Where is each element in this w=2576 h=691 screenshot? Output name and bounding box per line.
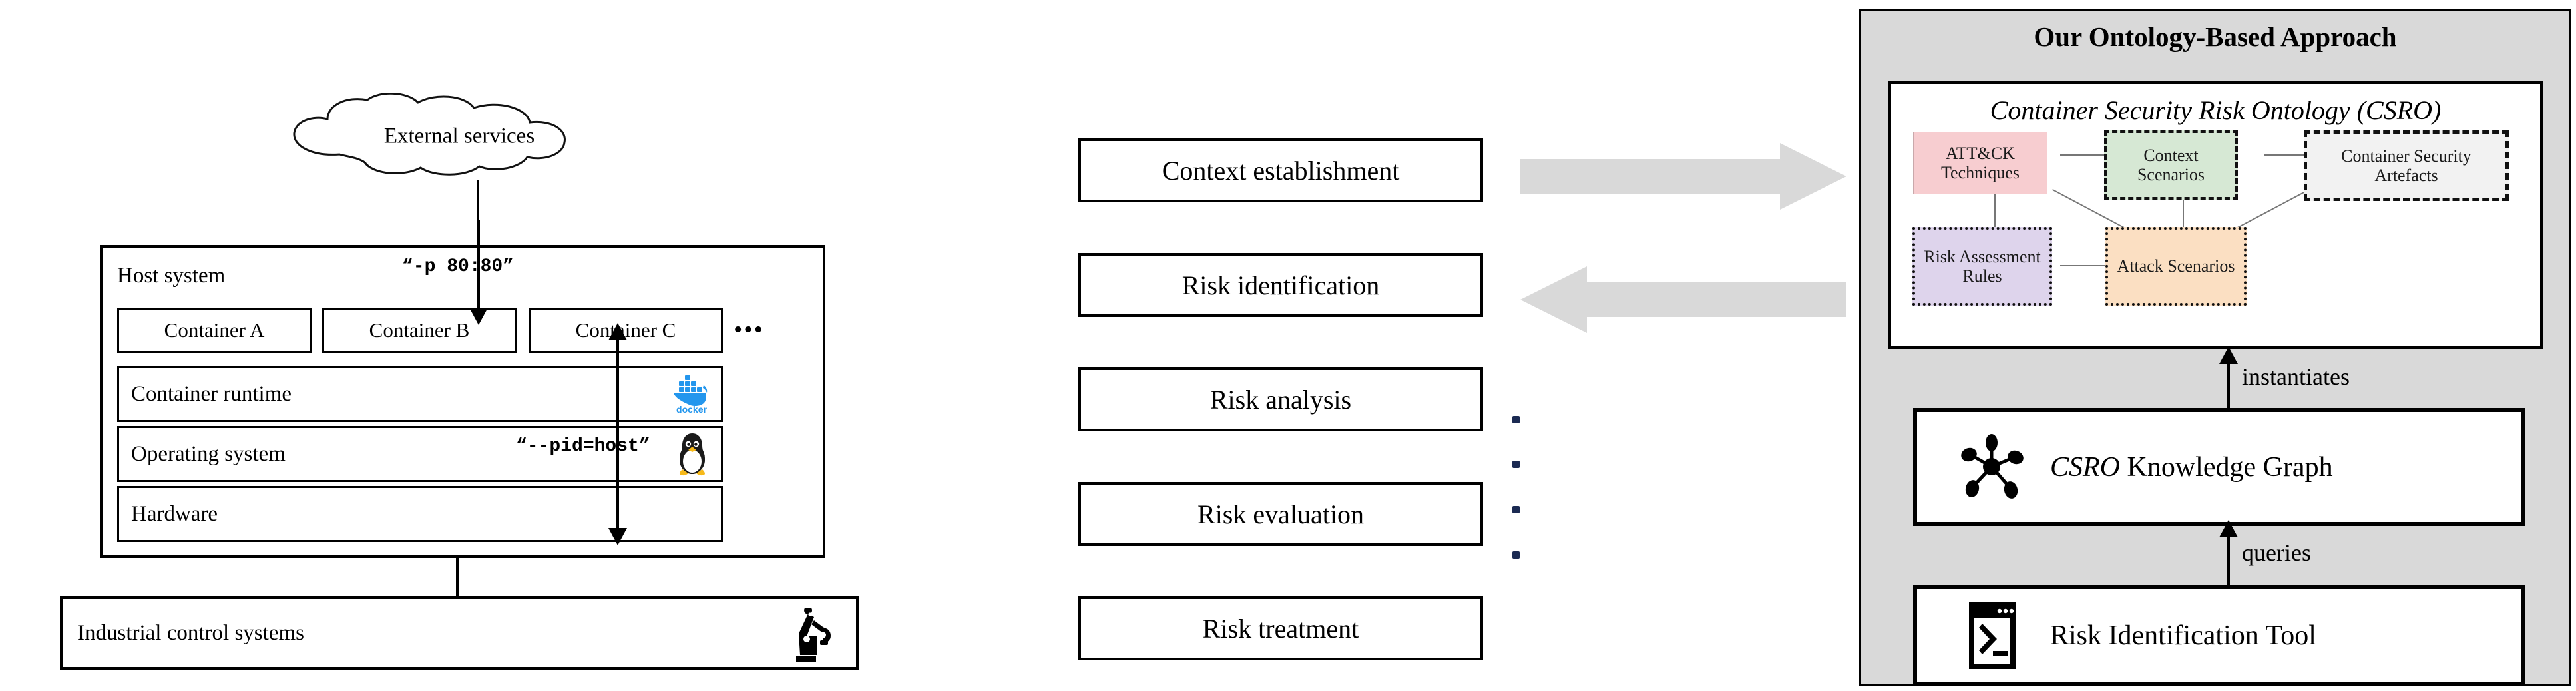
- separator-dot: [1512, 506, 1520, 513]
- container-b-label: Container B: [369, 318, 470, 342]
- queries-edge-label: queries: [2242, 539, 2311, 566]
- link-artefacts-to-scenarios: [2232, 189, 2309, 232]
- port-mapping-arrowhead-icon: [469, 308, 488, 325]
- cloud-to-host-connector: [477, 180, 479, 246]
- svg-text:docker: docker: [676, 404, 707, 415]
- instantiates-edge-label: instantiates: [2242, 363, 2350, 390]
- container-box-c: Container C: [529, 308, 723, 353]
- port-mapping-flag: “-p 80:80”: [402, 256, 515, 277]
- cloud-shape-icon: [293, 93, 566, 176]
- knowledge-graph-icon: [1958, 433, 2025, 500]
- gray-arrow-right: [1520, 143, 1846, 210]
- host-system-title: Host system: [117, 264, 226, 288]
- link-attack-to-rules: [1994, 190, 1996, 228]
- host-system-box: Host system Container A Container B Cont…: [100, 245, 825, 558]
- industrial-control-systems-label: Industrial control systems: [77, 620, 304, 645]
- container-a-label: Container A: [164, 318, 265, 342]
- process-step-label: Risk evaluation: [1197, 499, 1364, 529]
- csro-panel: Container Security Risk Ontology (CSRO) …: [1888, 81, 2543, 349]
- instantiates-arrowhead-icon: [2219, 347, 2238, 364]
- white-arrow-left: [879, 599, 1005, 672]
- cloud-label: External services: [383, 124, 535, 148]
- layer-hardware: Hardware: [117, 486, 723, 542]
- separator-dot: [1512, 461, 1520, 468]
- ontology-node-attack-scenarios[interactable]: Attack Scenarios: [2105, 227, 2247, 306]
- terminal-icon: [1968, 601, 2017, 670]
- approach-title: Our Ontology-Based Approach: [2034, 21, 2397, 52]
- instantiates-arrow-line: [2227, 357, 2230, 408]
- white-arrow-right: [892, 136, 1012, 210]
- link-context-to-scenarios: [2183, 190, 2184, 228]
- link-attack-to-context: [2060, 154, 2104, 156]
- industrial-control-systems-box: Industrial control systems: [60, 596, 859, 670]
- port-mapping-arrow-line: [477, 220, 480, 308]
- link-context-to-artefacts: [2264, 154, 2305, 156]
- separator-dot: [1512, 416, 1520, 423]
- arrow-right-icon: [1520, 143, 1846, 210]
- arrow-right-icon: [892, 136, 1012, 210]
- knowledge-graph-rest-label: Knowledge Graph: [2120, 451, 2333, 483]
- ontology-node-label: Attack Scenarios: [2117, 256, 2235, 276]
- process-step-risk-analysis[interactable]: Risk analysis: [1078, 367, 1483, 431]
- container-box-b: Container B: [322, 308, 517, 353]
- layer-container-runtime: Container runtime dock: [117, 366, 723, 422]
- csro-title: Container Security Risk Ontology (CSRO): [1990, 95, 2442, 125]
- linux-penguin-icon: [674, 431, 710, 476]
- risk-identification-tool-label: Risk Identification Tool: [2050, 620, 2316, 651]
- process-step-risk-evaluation[interactable]: Risk evaluation: [1078, 482, 1483, 546]
- risk-identification-tool-box[interactable]: Risk Identification Tool: [1913, 585, 2525, 686]
- pid-host-arrowhead-up-icon: [608, 323, 627, 340]
- docker-icon: docker: [670, 371, 713, 415]
- operating-system-label: Operating system: [131, 441, 286, 466]
- pid-host-flag: “--pid=host”: [516, 436, 650, 457]
- process-step-label: Risk analysis: [1209, 384, 1352, 415]
- process-step-risk-identification[interactable]: Risk identification: [1078, 253, 1483, 317]
- container-runtime-label: Container runtime: [131, 381, 292, 406]
- csro-italic-label: CSRO: [2050, 451, 2120, 483]
- queries-arrowhead-icon: [2219, 520, 2238, 537]
- hardware-label: Hardware: [131, 501, 218, 526]
- arrow-left-icon: [1520, 266, 1846, 333]
- process-step-label: Risk treatment: [1202, 613, 1359, 644]
- process-step-risk-treatment[interactable]: Risk treatment: [1078, 596, 1483, 660]
- approach-panel: Our Ontology-Based Approach Container Se…: [1859, 9, 2571, 686]
- more-containers-indicator: •••: [734, 316, 764, 344]
- process-step-context-establishment[interactable]: Context establishment: [1078, 138, 1483, 202]
- csro-knowledge-graph-box[interactable]: CSRO Knowledge Graph: [1913, 408, 2525, 526]
- container-box-a: Container A: [117, 308, 312, 353]
- link-rules-to-scenarios: [2060, 265, 2107, 266]
- separator-dot: [1512, 551, 1520, 559]
- process-step-label: Context establishment: [1162, 155, 1400, 186]
- arrow-left-icon: [879, 599, 1005, 672]
- robot-arm-icon: [783, 608, 840, 663]
- layer-operating-system: Operating system: [117, 426, 723, 482]
- queries-arrow-line: [2227, 532, 2230, 585]
- host-to-industrial-connector: [456, 558, 459, 596]
- process-step-label: Risk identification: [1181, 270, 1380, 300]
- pid-host-arrow-line: [616, 336, 619, 529]
- gray-arrow-left: [1520, 266, 1846, 333]
- pid-host-arrowhead-down-icon: [608, 528, 627, 545]
- csro-knowledge-graph-label: CSRO Knowledge Graph: [1917, 451, 2333, 483]
- external-services-cloud: External services: [266, 93, 652, 180]
